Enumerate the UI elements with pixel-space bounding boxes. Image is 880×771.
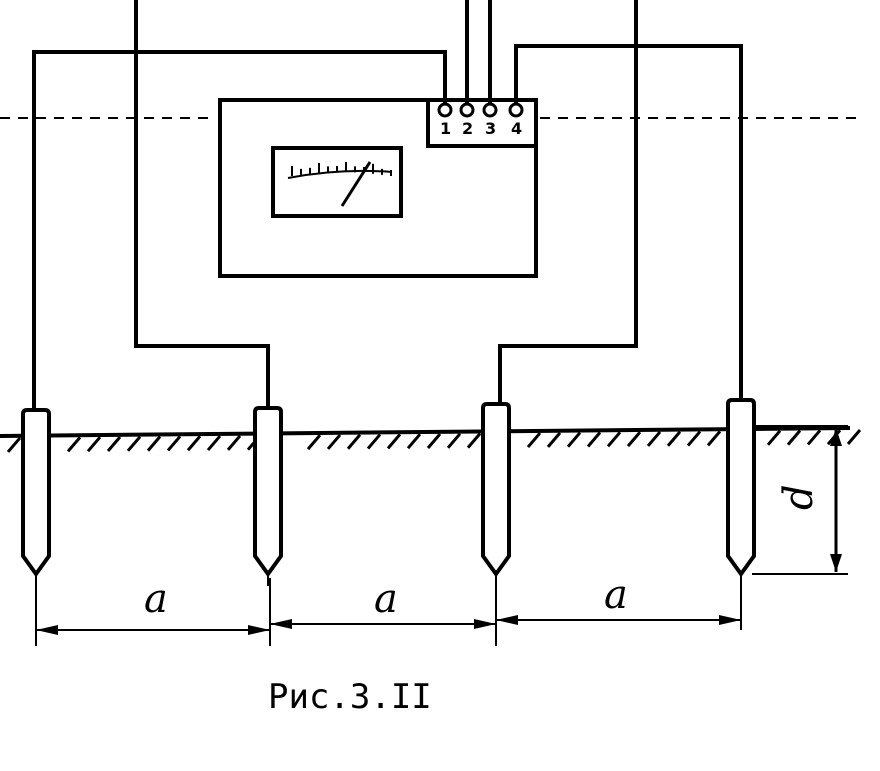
terminal-2: 2 bbox=[459, 102, 475, 138]
electrode-3 bbox=[481, 402, 511, 578]
electrode-4 bbox=[726, 398, 756, 578]
wires bbox=[32, 0, 743, 410]
terminal-1: 1 bbox=[437, 102, 453, 138]
wire-electrode-4 bbox=[514, 44, 743, 400]
terminal-label-2: 2 bbox=[462, 119, 473, 138]
spacing-label-3: a bbox=[604, 572, 628, 618]
terminal-label-1: 1 bbox=[440, 119, 451, 138]
terminal-4: 4 bbox=[508, 102, 524, 138]
terminal-label-3: 3 bbox=[485, 119, 496, 138]
depth-dimension: d bbox=[752, 425, 848, 575]
depth-label: d bbox=[776, 484, 822, 510]
electrode-2 bbox=[253, 406, 283, 578]
terminal-3: 3 bbox=[482, 102, 498, 138]
spacing-label-1: a bbox=[144, 576, 168, 622]
wire-electrode-2 bbox=[134, 0, 270, 408]
terminal-label-4: 4 bbox=[511, 119, 522, 138]
electrode-1 bbox=[21, 408, 51, 578]
gauge-window bbox=[271, 146, 403, 218]
spacing-dimensions: a a a bbox=[35, 572, 742, 646]
spacing-label-2: a bbox=[374, 576, 398, 622]
gauge-scale bbox=[287, 161, 393, 207]
electrodes bbox=[21, 398, 756, 586]
meter-body bbox=[218, 98, 538, 278]
terminal-block bbox=[426, 100, 536, 148]
gauge-needle bbox=[340, 161, 372, 207]
figure-caption: Рис.3.II bbox=[268, 677, 432, 717]
wire-electrode-3 bbox=[498, 0, 638, 404]
wire-electrode-1 bbox=[32, 50, 447, 410]
